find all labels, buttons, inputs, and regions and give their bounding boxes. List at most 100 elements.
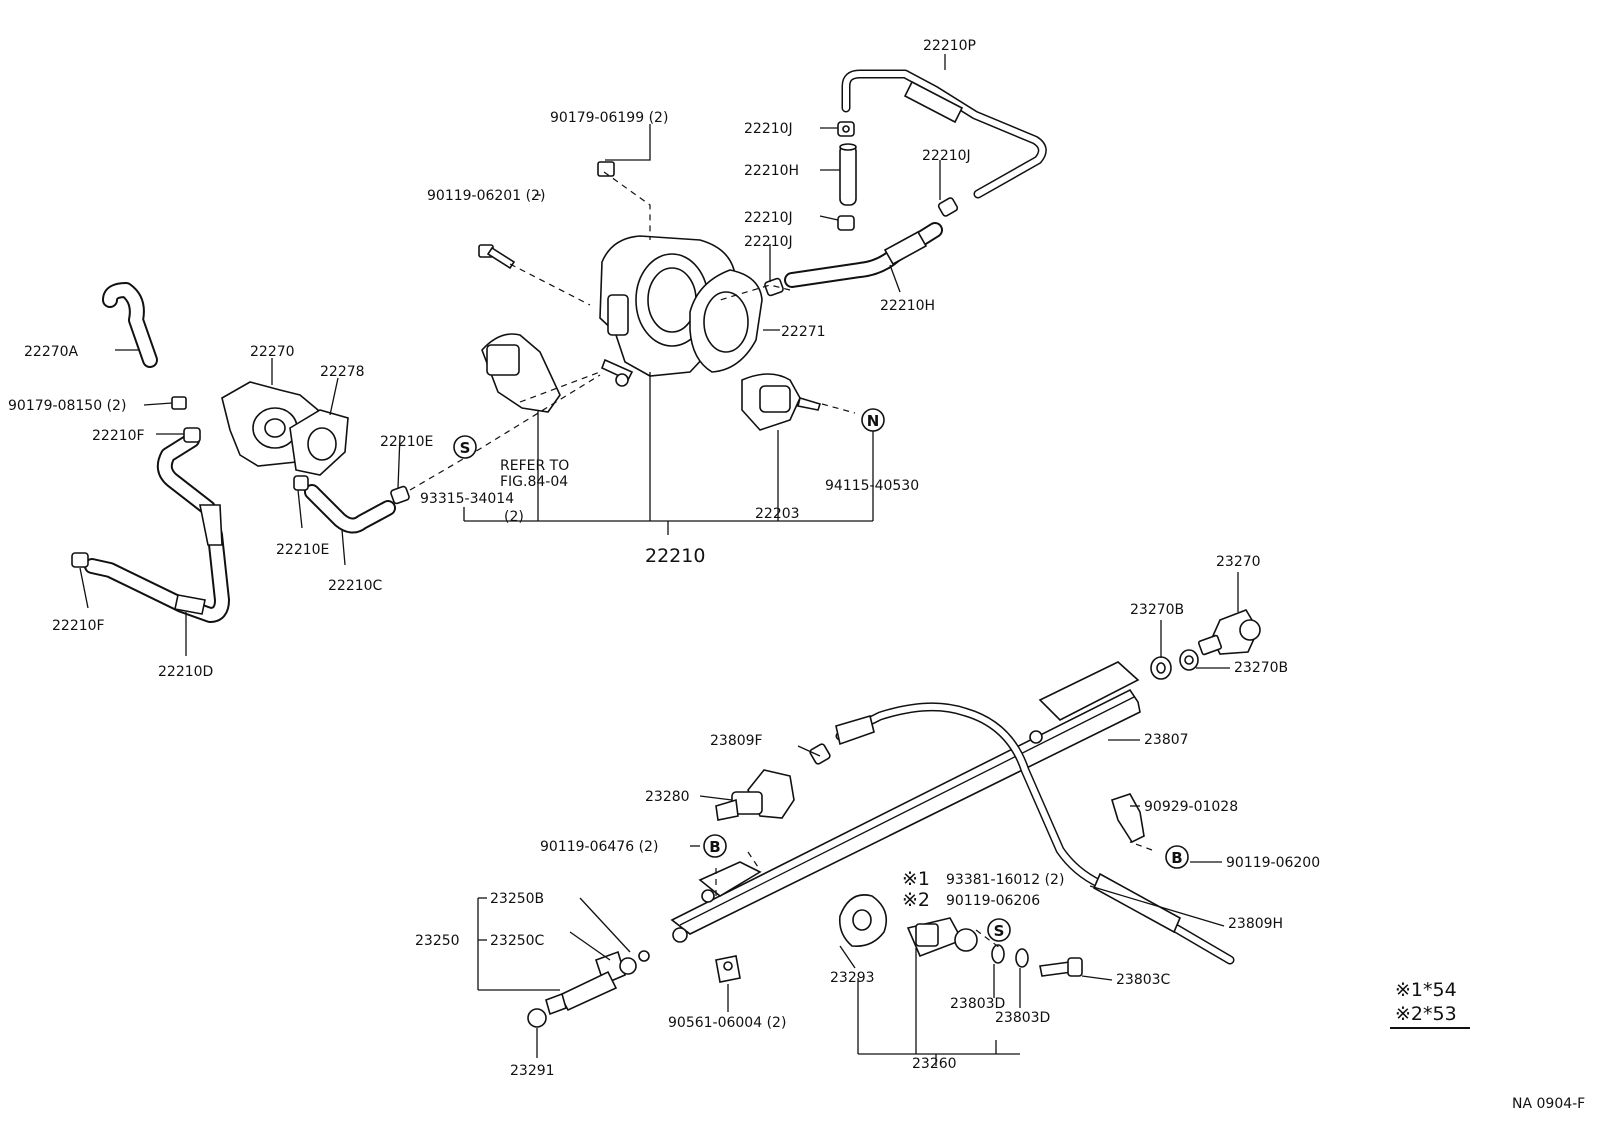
- label-93315-34014: 93315-34014: [420, 491, 514, 507]
- marker-N: N: [861, 408, 885, 432]
- bolt-90179-06199: [597, 161, 615, 177]
- svg-text:N: N: [867, 412, 880, 430]
- label-note1-mark: ※1: [902, 868, 930, 890]
- clamp-22210F-bottom: [71, 552, 89, 568]
- label-refer-to: REFER TO: [500, 458, 569, 474]
- clamp-22210J-lower: [764, 277, 784, 297]
- hose-22210D: [84, 432, 230, 623]
- label-23291: 23291: [510, 1063, 555, 1079]
- legend-line-2: ※2*53: [1395, 1003, 1457, 1025]
- fuel-rail-23807: [670, 661, 1141, 943]
- marker-B-left: B: [703, 834, 727, 858]
- label-90179-06199: 90179-06199 (2): [550, 110, 668, 126]
- label-22271: 22271: [781, 324, 826, 340]
- clamp-22210J-right: [937, 197, 959, 217]
- label-23250B: 23250B: [490, 891, 544, 907]
- label-23803D-b: 23803D: [995, 1010, 1050, 1026]
- label-23807: 23807: [1144, 732, 1189, 748]
- gasket-23270B-a: [1150, 656, 1172, 680]
- gasket-23803D-b: [1015, 948, 1029, 968]
- label-22210H-b: 22210H: [880, 298, 935, 314]
- label-23270B-a: 23270B: [1130, 602, 1184, 618]
- gasket-22278: [289, 409, 349, 476]
- hose-22270A: [102, 282, 158, 368]
- label-23293: 23293: [830, 970, 875, 986]
- label-22210E-b: 22210E: [276, 542, 329, 558]
- label-22210J-d: 22210J: [744, 234, 793, 250]
- label-23260: 23260: [912, 1056, 957, 1072]
- label-94115-40530: 94115-40530: [825, 478, 919, 494]
- fuel-tube-23809H: [835, 702, 1235, 965]
- clip-90929-01028: [1111, 793, 1145, 844]
- label-22278: 22278: [320, 364, 365, 380]
- label-22210D: 22210D: [158, 664, 213, 680]
- label-23250C: 23250C: [490, 933, 545, 949]
- clamp-22210J-mid: [837, 215, 855, 231]
- marker-S-upper: S: [453, 435, 477, 459]
- label-23803C: 23803C: [1116, 972, 1171, 988]
- plug-90561-06004: [715, 955, 741, 983]
- label-90179-08150: 90179-08150 (2): [8, 398, 126, 414]
- label-23270B-b: 23270B: [1234, 660, 1288, 676]
- label-22210J-a: 22210J: [744, 121, 793, 137]
- bolt-23803C: [1039, 957, 1083, 977]
- label-22210F-a: 22210F: [92, 428, 145, 444]
- marker-S-lower: S: [987, 918, 1011, 942]
- label-note2-mark: ※2: [902, 889, 930, 911]
- svg-text:B: B: [1171, 849, 1182, 867]
- svg-text:S: S: [460, 439, 471, 457]
- label-refer-fig: FIG.84-04: [500, 474, 568, 490]
- pulsation-damper-23270: [1197, 609, 1261, 656]
- label-90561-06004: 90561-06004 (2): [668, 1015, 786, 1031]
- label-90119-06476: 90119-06476 (2): [540, 839, 658, 855]
- clamp-22210F-top: [183, 427, 201, 443]
- gasket-22271: [689, 269, 763, 373]
- label-22210H-a: 22210H: [744, 163, 799, 179]
- label-22270A: 22270A: [24, 344, 79, 360]
- hose-22210C: [304, 484, 396, 534]
- label-22203: 22203: [755, 506, 800, 522]
- insulator-23291: [527, 1008, 547, 1028]
- label-93315-qty: (2): [504, 509, 524, 525]
- label-23809H: 23809H: [1228, 916, 1283, 932]
- throttle-sensor: [481, 333, 561, 413]
- label-22210E-a: 22210E: [380, 434, 433, 450]
- label-90119-06206: 90119-06206: [946, 893, 1040, 909]
- air-tube-22210P: [841, 69, 1047, 199]
- gasket-23803D-a: [991, 944, 1005, 964]
- svg-text:S: S: [994, 922, 1005, 940]
- label-22210P: 22210P: [923, 38, 976, 54]
- bolt-90119-06201: [478, 244, 516, 270]
- valve-22203: [741, 373, 822, 431]
- marker-B-right: B: [1165, 845, 1189, 869]
- gasket-23270B-b: [1179, 649, 1199, 671]
- label-90929-01028: 90929-01028: [1144, 799, 1238, 815]
- clamp-22210J-top: [837, 121, 855, 137]
- label-22210J-c: 22210J: [744, 210, 793, 226]
- label-23270: 23270: [1216, 554, 1261, 570]
- label-22210F-b: 22210F: [52, 618, 105, 634]
- label-23250: 23250: [415, 933, 460, 949]
- label-22210J-b: 22210J: [922, 148, 971, 164]
- label-93381-16012: 93381-16012 (2): [946, 872, 1064, 888]
- label-22270: 22270: [250, 344, 295, 360]
- hose-22210H-short: [839, 143, 857, 206]
- clamp-22210E-right: [390, 485, 410, 505]
- svg-text:B: B: [709, 838, 720, 856]
- nut-90179-08150: [171, 396, 187, 410]
- label-23809F: 23809F: [710, 733, 763, 749]
- cold-start-injector-23260: [838, 894, 978, 958]
- label-90119-06201: 90119-06201 (2): [427, 188, 545, 204]
- injector-23250: [545, 950, 650, 1016]
- clamp-23809F: [809, 743, 831, 765]
- label-22210C: 22210C: [328, 578, 383, 594]
- label-90119-06200: 90119-06200: [1226, 855, 1320, 871]
- figure-code: NA 0904-F: [1512, 1096, 1585, 1112]
- clamp-22210E-left: [293, 475, 309, 491]
- legend-line-1: ※1*54: [1395, 979, 1457, 1001]
- hose-22210H-lower: [784, 222, 943, 288]
- label-23803D-a: 23803D: [950, 996, 1005, 1012]
- label-23280: 23280: [645, 789, 690, 805]
- pressure-regulator-23280: [715, 769, 795, 821]
